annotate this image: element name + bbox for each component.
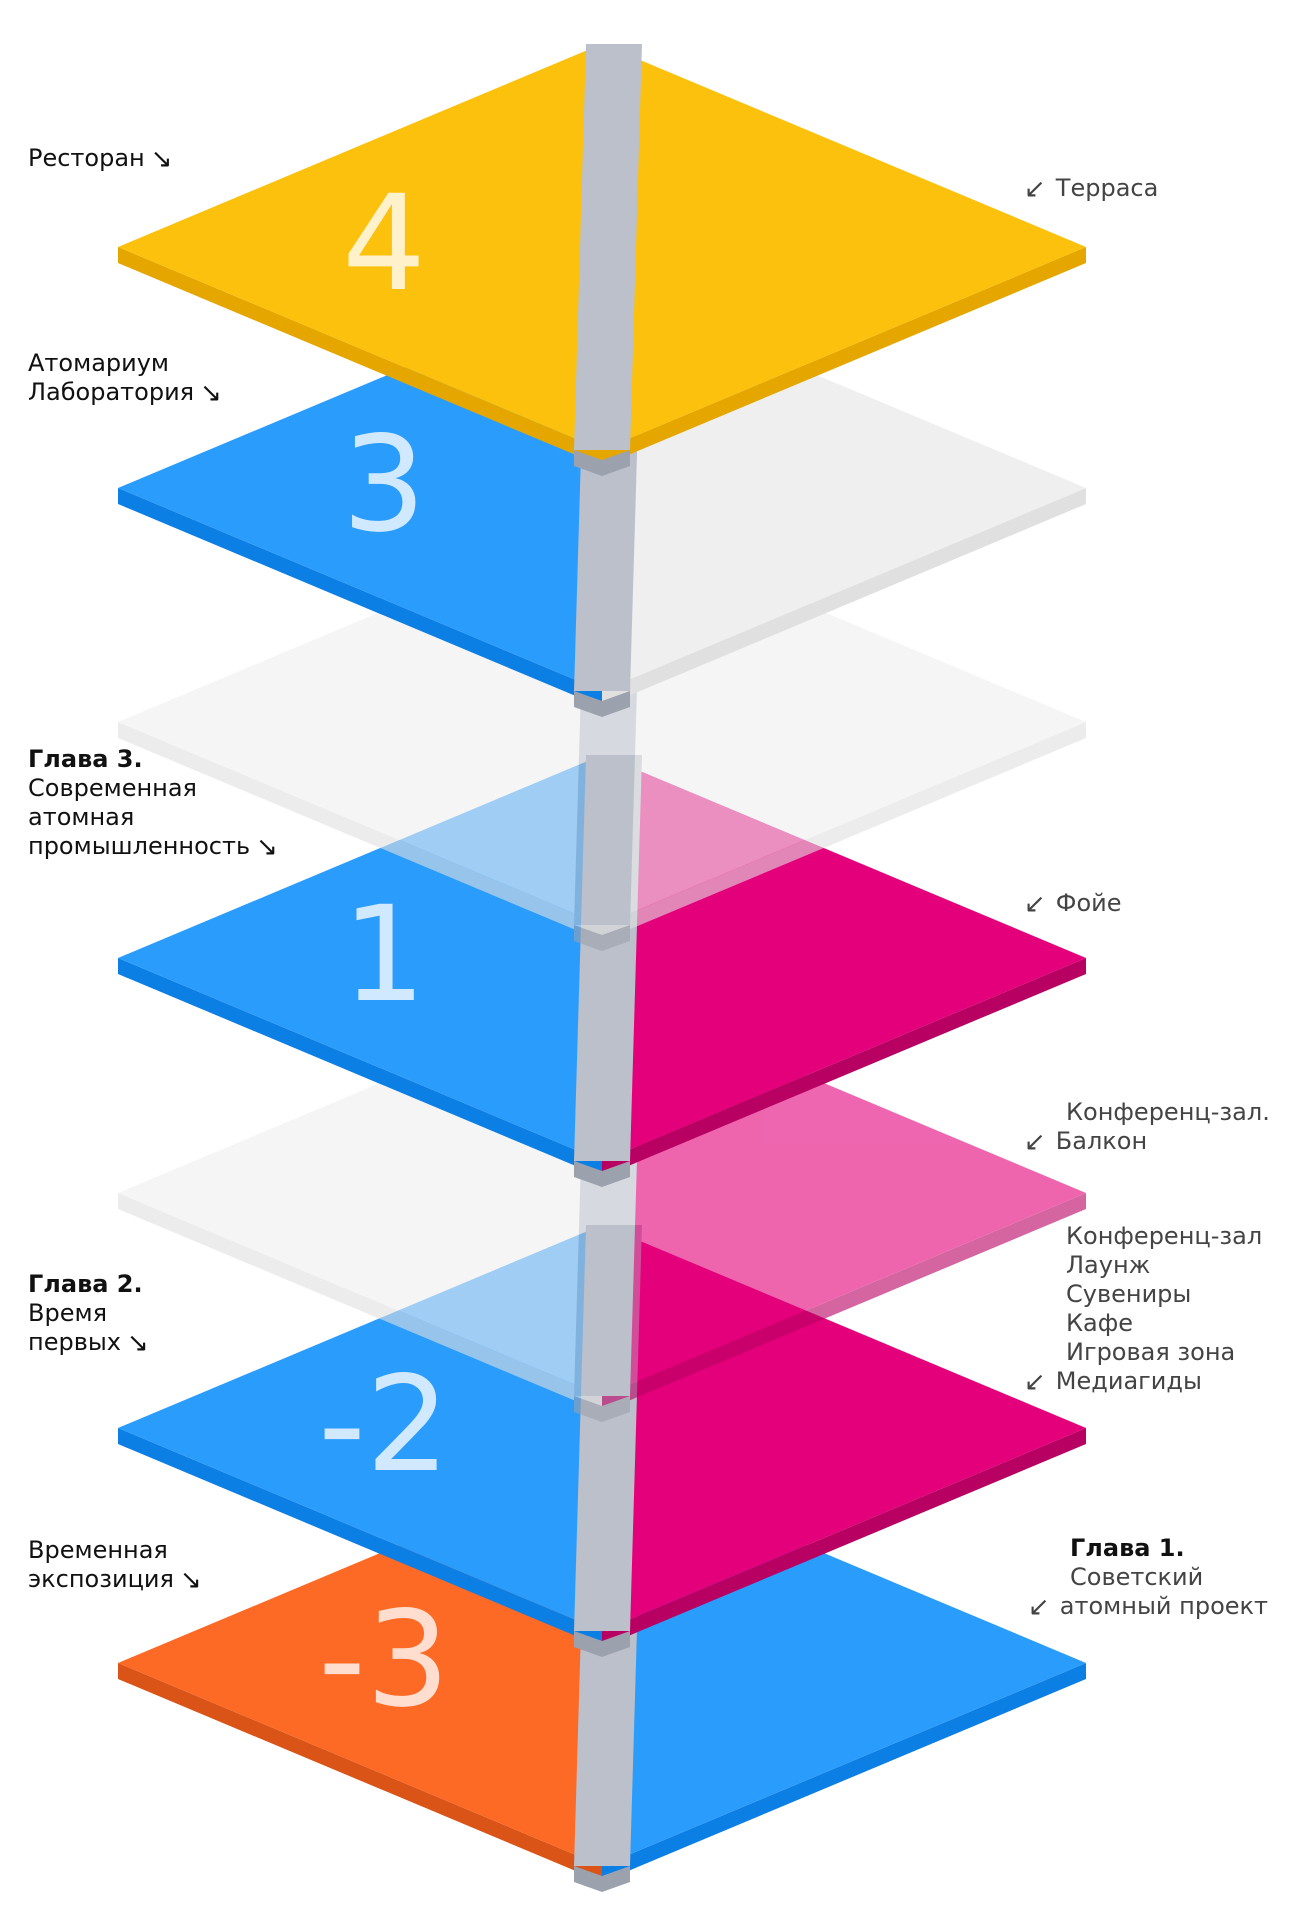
arrow-down-left-icon: ↙ xyxy=(1024,174,1046,204)
pillar-edge xyxy=(602,1161,630,1187)
chapter-2-title: Глава 2. xyxy=(28,1270,143,1298)
floor-edge-right xyxy=(602,958,1086,1177)
pillar-edge xyxy=(602,1631,630,1657)
chapter-2-line-1: Время xyxy=(28,1299,108,1327)
chapter-3-line-3: промышленность xyxy=(28,832,251,860)
pillar-edge xyxy=(602,1396,630,1422)
arrow-down-right-icon: ↘ xyxy=(200,378,222,408)
floor-number: 4 xyxy=(342,167,426,321)
label-chapter-1: Глава 1. Советский ↙ атомный проект xyxy=(1028,1534,1268,1621)
pillar-edge xyxy=(574,925,602,951)
floor-number: -2 xyxy=(318,1348,450,1502)
chapter-3-title: Глава 3. xyxy=(28,745,143,773)
pillar-edge xyxy=(602,691,630,717)
label-temporary-line-2: экспозиция xyxy=(28,1565,174,1593)
arrow-down-left-icon: ↙ xyxy=(1028,1592,1050,1622)
pillar-edge xyxy=(574,1631,602,1657)
label-atomarium: Атомариум Лаборатория↘ xyxy=(28,349,222,407)
label-minus1-list: Конференц-зал Лаунж Сувениры Кафе Игрова… xyxy=(1024,1222,1262,1396)
chapter-2-line-2: первых xyxy=(28,1328,121,1356)
floor-edge-right xyxy=(602,1428,1086,1647)
arrow-down-left-icon: ↙ xyxy=(1024,1127,1046,1157)
minus1-list-item: Медиагиды xyxy=(1055,1367,1202,1395)
label-atomarium-line-2: Лаборатория xyxy=(28,378,195,406)
pillar-edge xyxy=(574,1866,602,1892)
label-chapter-3: Глава 3. Современная атомная промышленно… xyxy=(28,745,278,861)
pillar-segment xyxy=(574,44,642,450)
arrow-down-right-icon: ↘ xyxy=(256,832,278,862)
label-foyer-text: Фойе xyxy=(1055,889,1122,917)
chapter-1-line-1: Советский xyxy=(1070,1563,1204,1591)
floor-edge-left xyxy=(118,722,602,941)
floor-top-right xyxy=(602,44,1086,450)
pillar-edge xyxy=(602,925,630,951)
floor-number: 3 xyxy=(342,408,426,562)
floor-top-left xyxy=(118,44,602,450)
arrow-down-right-icon: ↘ xyxy=(127,1328,149,1358)
arrow-down-right-icon: ↘ xyxy=(150,144,173,174)
label-conf-balcony-line-1: Конференц-зал. xyxy=(1066,1098,1270,1126)
label-atomarium-line-1: Атомариум xyxy=(28,349,170,377)
chapter-3-line-1: Современная xyxy=(28,774,197,802)
label-conf-balcony-line-2: Балкон xyxy=(1055,1127,1148,1155)
floor-edge-left xyxy=(118,1663,602,1882)
floor-edge-right xyxy=(602,1663,1086,1882)
pillar-edge xyxy=(602,1866,630,1892)
label-chapter-2: Глава 2. Время первых↘ xyxy=(28,1270,149,1357)
floor-edge-left xyxy=(118,958,602,1177)
minus1-list-item: Кафе xyxy=(1066,1309,1134,1337)
minus1-list-item: Сувениры xyxy=(1066,1280,1192,1308)
label-temporary-line-1: Временная xyxy=(28,1536,168,1564)
label-foyer: ↙ Фойе xyxy=(1024,889,1122,918)
floor-edge-left xyxy=(118,488,602,707)
label-conference-balcony: Конференц-зал. ↙ Балкон xyxy=(1024,1098,1270,1156)
minus1-list-item: Конференц-зал xyxy=(1066,1222,1263,1250)
label-restaurant-text: Ресторан xyxy=(28,144,145,172)
floor-edge-left xyxy=(118,247,602,466)
chapter-1-title: Глава 1. xyxy=(1070,1534,1185,1562)
floor-number: 1 xyxy=(342,878,426,1032)
floor-edge-right xyxy=(602,722,1086,941)
label-terrace-text: Терраса xyxy=(1055,174,1159,202)
floor-edge-right xyxy=(602,1193,1086,1412)
label-terrace: ↙ Терраса xyxy=(1024,174,1158,203)
chapter-1-line-2: атомный проект xyxy=(1059,1592,1268,1620)
minus1-list-item: Лаунж xyxy=(1066,1251,1151,1279)
pillar-edge xyxy=(574,1396,602,1422)
arrow-down-right-icon: ↘ xyxy=(179,1565,202,1595)
floor-edge-right xyxy=(602,247,1086,466)
label-temporary-exhibition: Временная экспозиция↘ xyxy=(28,1536,202,1594)
minus1-list-item: Игровая зона xyxy=(1066,1338,1236,1366)
pillar-edge xyxy=(574,450,602,476)
pillar-edge xyxy=(574,691,602,717)
floor-edge-left xyxy=(118,1428,602,1647)
pillar-edge xyxy=(602,450,630,476)
arrow-down-left-icon: ↙ xyxy=(1024,1367,1046,1397)
floor-edge-left xyxy=(118,1193,602,1412)
pillar-edge xyxy=(574,1161,602,1187)
label-restaurant: Ресторан↘ xyxy=(28,144,173,173)
floor-4: 4 xyxy=(118,44,1086,476)
floor-edge-right xyxy=(602,488,1086,707)
floor-number: -3 xyxy=(318,1583,450,1737)
arrow-down-left-icon: ↙ xyxy=(1024,889,1046,919)
chapter-3-line-2: атомная xyxy=(28,803,135,831)
